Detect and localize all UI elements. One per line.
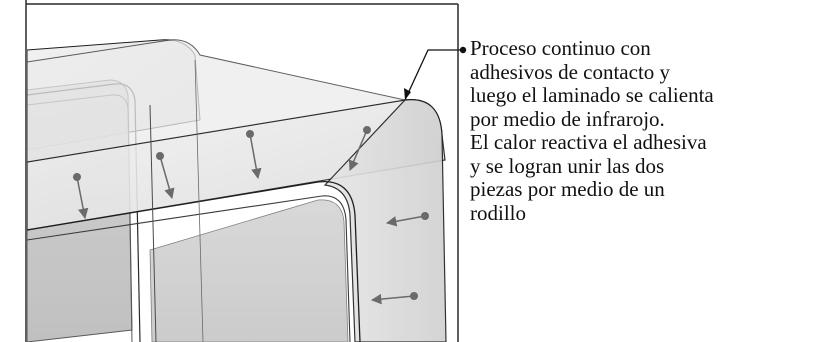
table-structure [27, 39, 447, 342]
drawing-frame [25, 0, 459, 342]
inner-panel-right [149, 199, 349, 342]
description-line: luego el laminado se calienta [470, 83, 714, 107]
force-arrow [73, 173, 89, 220]
right-leg-inner-2 [27, 195, 351, 342]
description-line: rodillo [470, 200, 526, 225]
top-surface [27, 39, 406, 163]
force-arrow [246, 130, 262, 180]
description-line: piezas por medio de un [470, 177, 665, 201]
description-line: por medio de infrarojo. [470, 106, 665, 131]
description-line: Proceso continuo con [470, 36, 651, 60]
leader-line [404, 46, 467, 101]
force-arrows [73, 126, 429, 305]
process-description: Proceso continuo con adhesivos de contac… [470, 36, 815, 225]
right-leg-inner [27, 180, 361, 342]
force-arrow [370, 292, 418, 305]
description-line: adhesivos de contacto y [470, 59, 671, 84]
description-line: y se logran unir las dos [470, 153, 665, 178]
force-arrow [156, 152, 175, 200]
description-line: El calor reactiva el adhesiva [470, 130, 707, 154]
force-arrow [385, 212, 429, 227]
force-arrow [348, 126, 371, 171]
